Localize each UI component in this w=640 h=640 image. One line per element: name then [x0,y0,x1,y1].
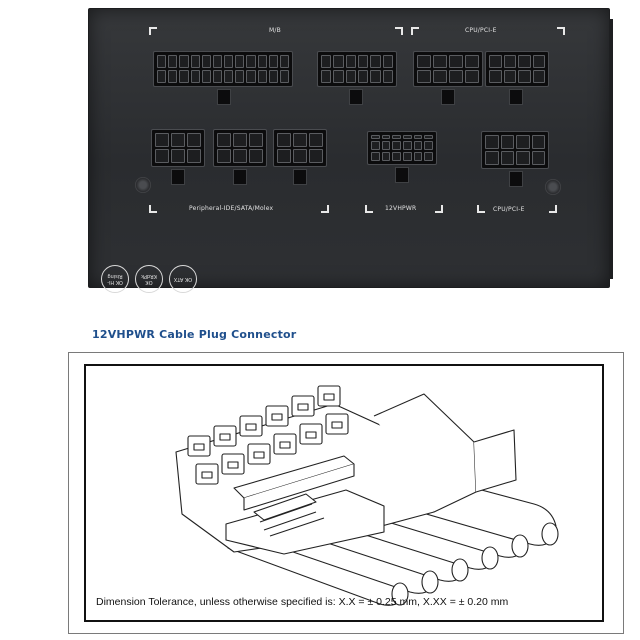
dimension-tolerance-note: Dimension Tolerance, unless otherwise sp… [96,596,509,608]
cpu-pcie-top-connector-2[interactable] [485,51,549,87]
psu-modular-panel: M/B CPU/PCI-E [88,8,613,293]
12vhpwr-plug-drawing [175,385,559,606]
diagram-title: 12VHPWR Cable Plug Connector [92,328,297,341]
cpu-bottom-bracket-right [549,205,557,213]
peripheral-latch-2 [233,169,247,185]
cpu-pcie-bottom-connector[interactable] [481,131,549,169]
pin-cavities [187,385,349,485]
cpu-bottom-bracket-left [477,205,485,213]
cpu-bracket-left [411,27,419,35]
cpu-pcie-top-latch-2 [509,89,523,105]
vhpwr-bracket-right [435,205,443,213]
12vhpwr-latch [395,167,409,183]
vhpwr-bracket-left [365,205,373,213]
peripheral-connector-2[interactable] [213,129,267,167]
mounting-screw-right [545,179,561,195]
panel-edge [609,19,613,279]
mb-12pin-latch [349,89,363,105]
atx-cert-badge: OK ATX [169,265,197,293]
cpu-bracket-right [557,27,565,35]
mb-bracket-right [395,27,403,35]
krdpk-cert-badge: OK KRdPk [135,265,163,293]
peripheral-connector-3[interactable] [273,129,327,167]
mb-bracket-left [149,27,157,35]
mb-label: M/B [269,27,281,34]
peripheral-bracket-left [149,205,157,213]
peripheral-bracket-right [321,205,329,213]
cpu-pcie-bottom-latch [509,171,523,187]
cpu-pcie-top-connector-1[interactable] [413,51,483,87]
12vhpwr-label: 12VHPWR [385,205,417,212]
mb-24pin-latch [217,89,231,105]
peripheral-label: Peripheral-IDE/SATA/Molex [189,205,274,212]
cpu-pcie-top-latch-1 [441,89,455,105]
mb-24pin-connector[interactable] [153,51,293,87]
mounting-screw-left [135,177,151,193]
12vhpwr-connector[interactable] [367,131,437,165]
peripheral-latch-1 [171,169,185,185]
cpu-pcie-bottom-label: CPU/PCI-E [493,206,525,213]
hi-rising-cert-badge: OK Hi-Rising [101,265,129,293]
cpu-pcie-top-label: CPU/PCI-E [465,27,497,34]
sense-pin-block [233,455,355,511]
peripheral-connector-1[interactable] [151,129,205,167]
peripheral-latch-3 [293,169,307,185]
mb-12pin-connector[interactable] [317,51,397,87]
